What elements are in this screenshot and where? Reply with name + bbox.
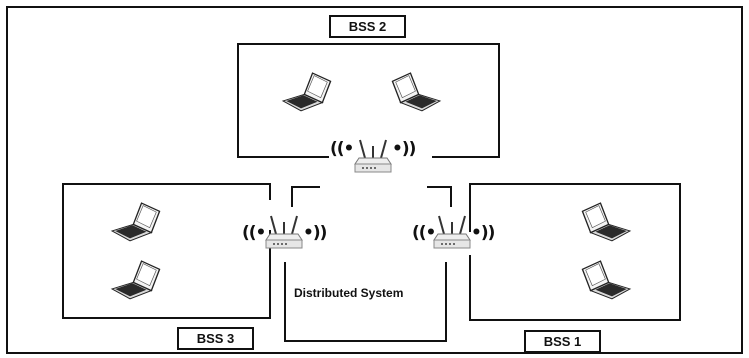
bss1-label: BSS 1	[524, 330, 601, 353]
bss2-label: BSS 2	[329, 15, 406, 38]
bss3-boundary	[62, 183, 271, 319]
wifi-signal-icon: ((•	[412, 223, 436, 243]
access-point-icon	[354, 139, 392, 173]
ds-link-right-top	[427, 186, 452, 207]
distributed-system-label: Distributed System	[294, 286, 404, 300]
wifi-signal-icon: •))	[392, 139, 416, 159]
access-point-icon	[433, 215, 471, 249]
access-point-icon	[265, 215, 303, 249]
bss3-label: BSS 3	[177, 327, 254, 350]
wifi-signal-icon: •))	[303, 223, 327, 243]
outer-frame	[6, 6, 743, 354]
laptop-icon	[581, 202, 631, 242]
wifi-signal-icon: •))	[471, 223, 495, 243]
ds-link-left-top	[291, 186, 320, 207]
laptop-icon	[111, 260, 161, 300]
bss1-boundary	[469, 183, 681, 321]
bss2-boundary	[237, 43, 500, 158]
wifi-signal-icon: ((•	[242, 223, 266, 243]
laptop-icon	[391, 72, 441, 112]
distributed-system-link	[284, 262, 447, 342]
laptop-icon	[581, 260, 631, 300]
wifi-signal-icon: ((•	[330, 139, 354, 159]
laptop-icon	[282, 72, 332, 112]
laptop-icon	[111, 202, 161, 242]
